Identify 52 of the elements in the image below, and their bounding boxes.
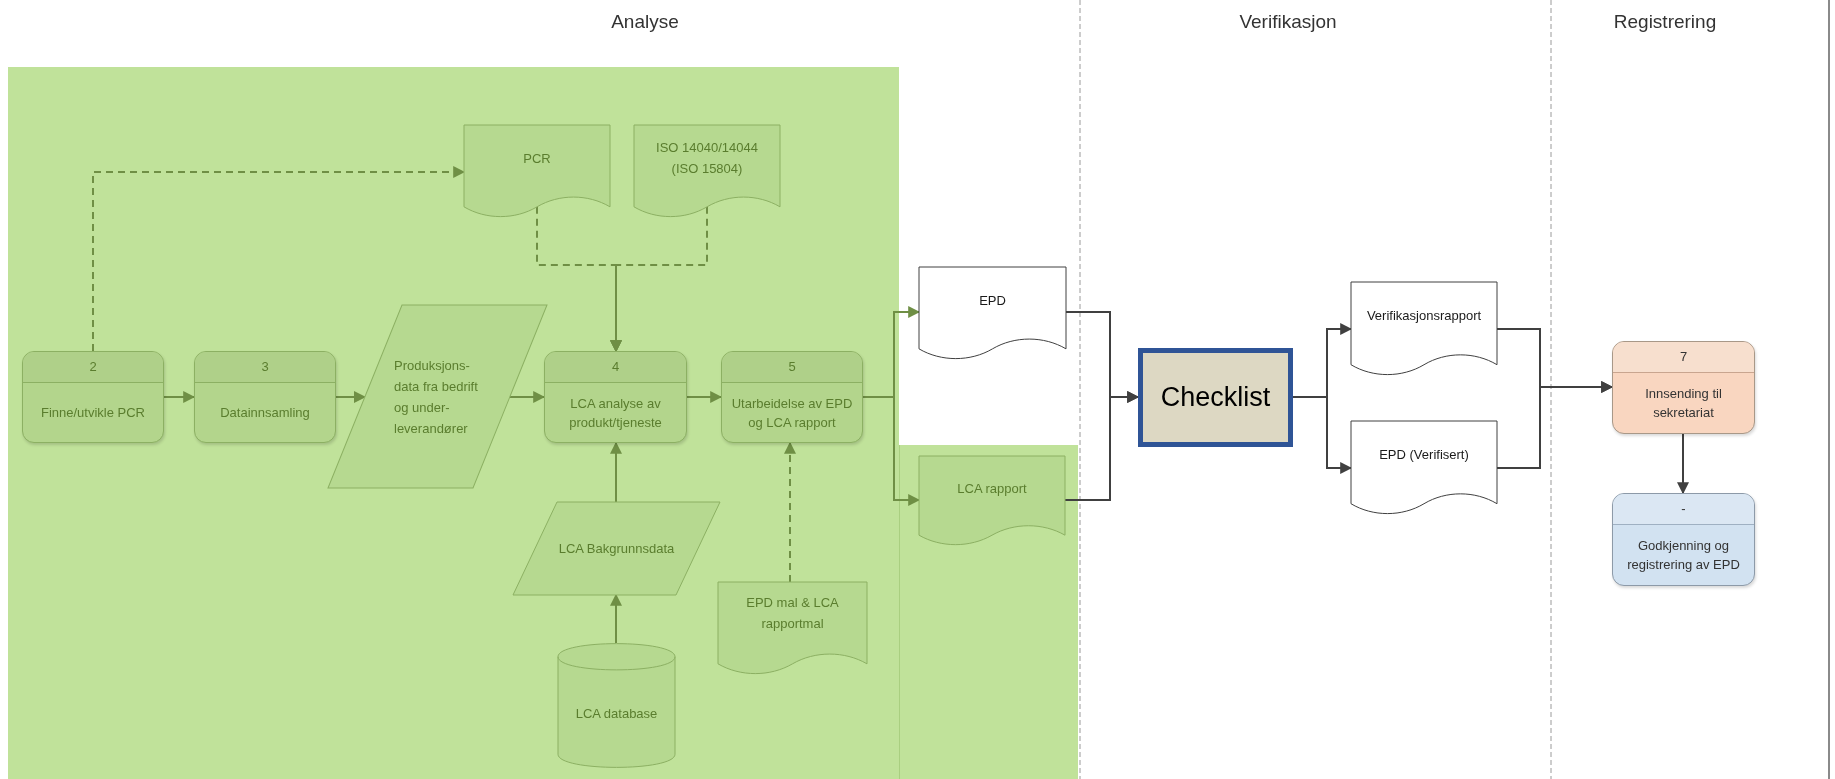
data-parallelogram [328, 305, 547, 488]
shape-label: PCR [523, 149, 551, 168]
step-label: Innsending til sekretariat [1644, 385, 1723, 422]
step-number: - [1613, 494, 1754, 525]
arrow [1496, 381, 1614, 469]
shape-label: EPD (Verifisert) [1379, 446, 1469, 465]
process-box [22, 351, 164, 443]
document-shape [919, 267, 1066, 360]
arrow [1677, 433, 1689, 495]
lane-title: Registrering [1612, 10, 1718, 34]
arrow [686, 391, 723, 403]
lane-title: Verifikasjon [1238, 10, 1338, 34]
shape-label: Produksjons- data fra bedrift og under- leverandører [394, 356, 479, 438]
step-number: 7 [1613, 342, 1754, 373]
document-shape [1351, 282, 1497, 376]
shape-label: Verifikasjonsrapport [1366, 307, 1482, 326]
shape-label: ISO 14040/14044 (ISO 15804) [655, 139, 759, 179]
shape-label: EPD mal & LCA rapportmal [745, 593, 840, 633]
step-label: Finne/utvikle PCR [40, 404, 145, 422]
document-shape [919, 456, 1065, 546]
document-shape [1351, 421, 1497, 515]
checklist-box [1138, 348, 1293, 447]
arrow [508, 391, 546, 403]
step-label: LCA analyse av produkt/tjeneste [568, 394, 663, 432]
lane-title: Analyse [610, 10, 680, 34]
step-number: 3 [195, 352, 335, 383]
arrow [335, 391, 366, 403]
step-number: 4 [545, 352, 686, 383]
arrow [1064, 391, 1140, 501]
process-box [721, 351, 863, 443]
database-cylinder [558, 643, 675, 768]
arrow [784, 441, 796, 583]
process-box [194, 351, 336, 443]
shape-label: EPD [979, 291, 1006, 310]
arrow [92, 166, 466, 352]
step-label: Datainnsamling [220, 404, 310, 422]
step-label: Godkjenning og registrering av EPD [1626, 537, 1741, 574]
step-number: 2 [23, 352, 163, 383]
box-label: Checklist [1160, 381, 1271, 415]
arrow [163, 391, 196, 403]
arrow [610, 441, 622, 503]
process-box [544, 351, 687, 443]
data-parallelogram [513, 502, 720, 595]
step-number: 5 [722, 352, 862, 383]
shape-label: LCA database [575, 705, 658, 724]
arrow [610, 264, 622, 353]
shape-label: LCA rapport [957, 479, 1027, 498]
shape-label: LCA Bakgrunnsdata [558, 540, 675, 558]
process-box [1612, 493, 1755, 586]
process-box [1612, 341, 1755, 434]
step-label: Utarbeidelse av EPD og LCA rapport [730, 394, 854, 432]
arrow [1292, 396, 1353, 474]
